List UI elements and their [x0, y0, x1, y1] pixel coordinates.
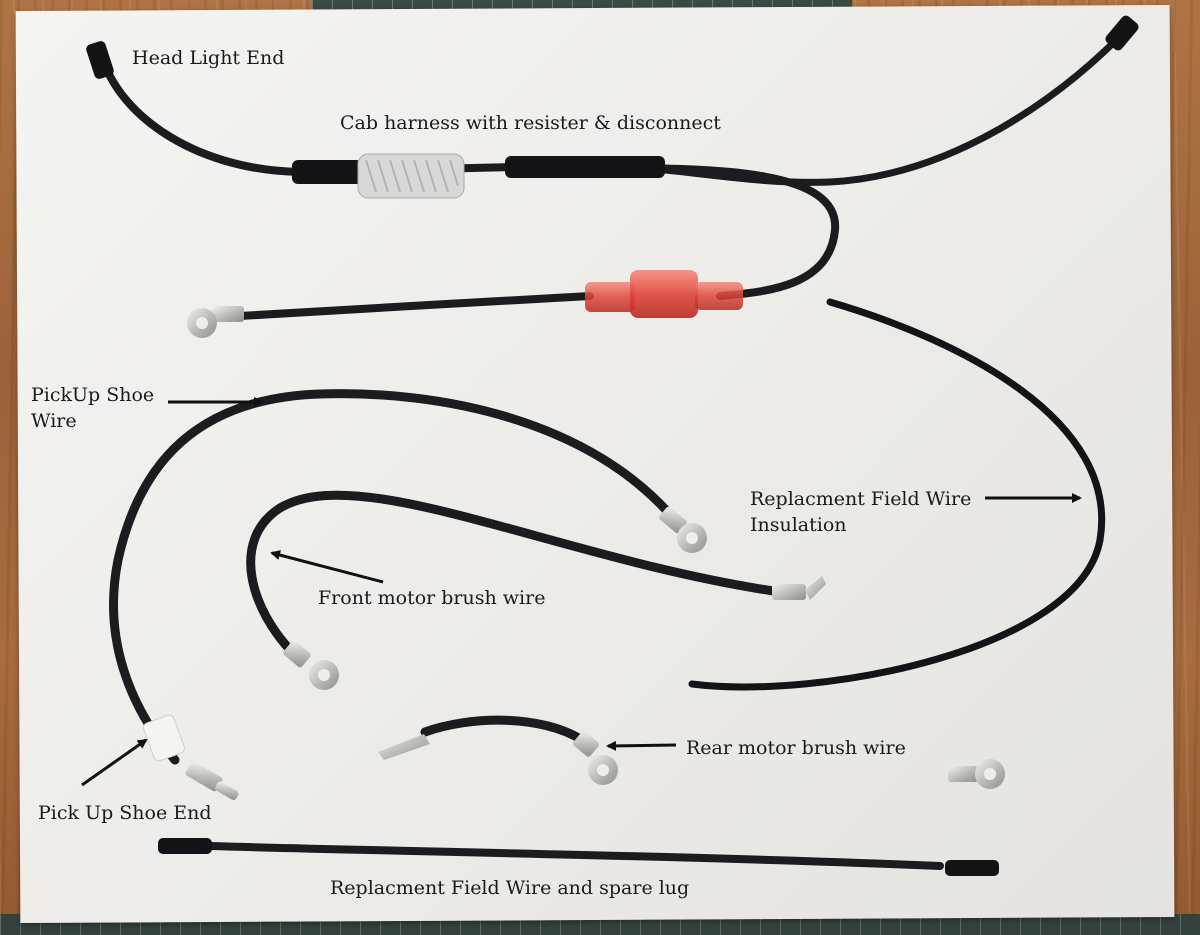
red-disconnect-connector	[585, 270, 743, 318]
rear-brush-spade-lug	[378, 734, 430, 760]
braid-texture	[365, 159, 459, 193]
heat-shrink-left	[292, 160, 362, 184]
label-field-wire-spare-lug: Replacment Field Wire and spare lug	[330, 877, 690, 899]
replacement-field-wire	[158, 838, 999, 876]
pickup-shoe-lug	[185, 761, 239, 801]
headlight-end-tip	[86, 41, 114, 79]
spare-ring-lug	[948, 759, 1005, 789]
arrow-front-motor-brush	[270, 550, 384, 584]
label-head-light-end: Head Light End	[132, 47, 285, 69]
field-wire-insulation	[688, 298, 1106, 691]
label-pickup-shoe-wire-line1: PickUp Shoe	[31, 384, 155, 406]
label-front-motor-brush-wire: Front motor brush wire	[318, 587, 546, 609]
cab-harness-lower-wire	[236, 292, 594, 320]
far-end-tip	[1105, 15, 1139, 51]
heat-shrink-right	[505, 156, 665, 178]
front-motor-brush-wire	[246, 490, 826, 690]
label-rear-motor-brush-wire: Rear motor brush wire	[686, 737, 906, 759]
label-field-wire-insulation-line1: Replacment Field Wire	[750, 488, 972, 510]
braided-resistor-sleeve	[357, 153, 465, 199]
label-pickup-shoe-wire-line2: Wire	[31, 410, 77, 432]
cab-harness	[86, 15, 1139, 338]
arrow-rear-motor-brush	[606, 740, 677, 751]
rear-brush-ring-lug	[573, 731, 618, 785]
harness-ring-lug	[187, 306, 244, 338]
front-brush-ring-lug	[283, 640, 339, 690]
pickup-shoe-wire	[109, 389, 707, 801]
pickup-shoe-tape	[143, 714, 185, 762]
label-field-wire-insulation-line2: Insulation	[750, 514, 847, 536]
pickup-wire-ring-lug	[659, 506, 707, 553]
label-cab-harness: Cab harness with resister & disconnect	[340, 112, 721, 134]
label-pick-up-shoe-end: Pick Up Shoe End	[38, 802, 212, 824]
front-brush-spade-lug	[772, 576, 826, 600]
arrow-pick-up-shoe-end	[81, 738, 148, 787]
cab-harness-loop	[596, 164, 840, 300]
rear-motor-brush-wire	[378, 715, 618, 785]
